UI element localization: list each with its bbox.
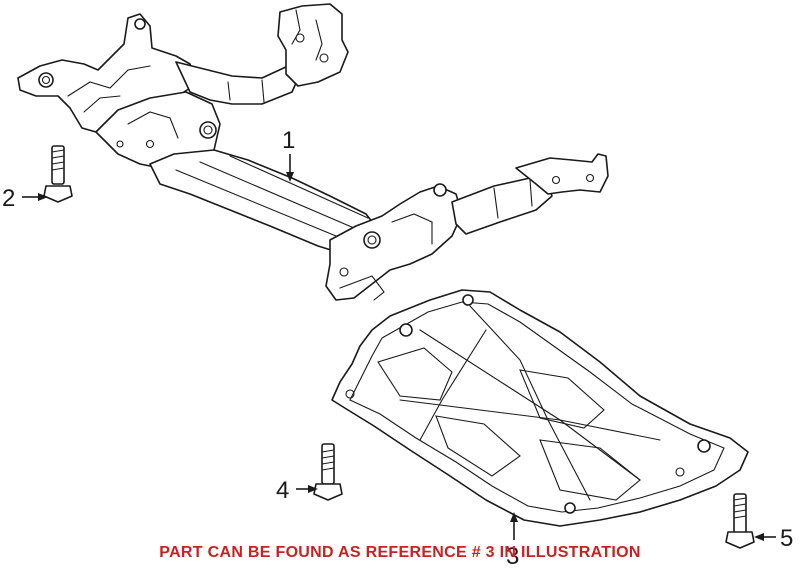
callout-1: 1 [282,127,295,182]
callout-1-number: 1 [282,127,295,154]
subframe-crossmember [17,3,609,301]
callout-3-number: 3 [506,543,519,570]
callout-2-number: 2 [2,185,15,212]
bolt-2-graphic [43,145,73,203]
callout-2: 2 [2,185,48,212]
bolt-4-graphic [313,443,343,501]
underbody-shield [331,289,749,527]
reference-notice: PART CAN BE FOUND AS REFERENCE # 3 IN IL… [159,544,641,561]
callout-4-number: 4 [276,477,289,504]
callout-4: 4 [276,477,318,504]
callout-3: 3 [506,512,519,570]
callout-5-number: 5 [780,525,793,552]
callout-5: 5 [754,525,793,552]
bolt-5-graphic [725,493,755,549]
